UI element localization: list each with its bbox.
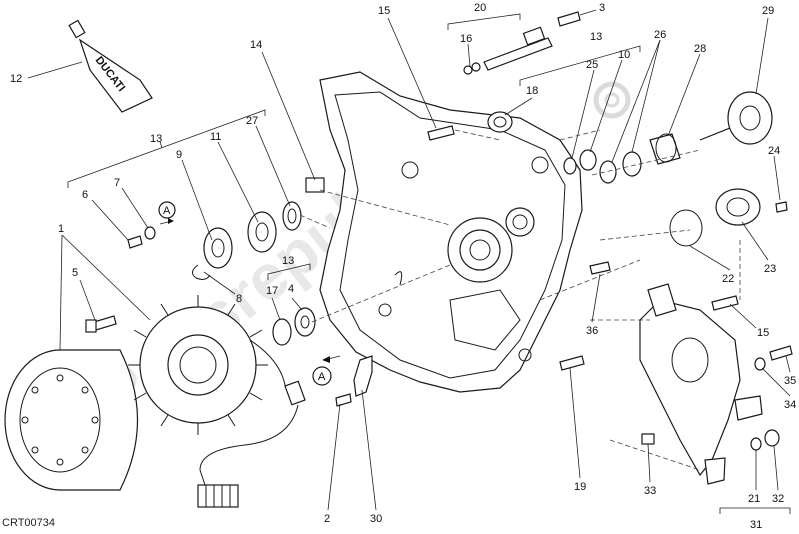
plug-32 (764, 429, 780, 447)
group-bracket-31 (719, 507, 791, 514)
washers-16 (463, 62, 481, 75)
callout-labels: 1 2 3 4 5 6 7 8 9 10 11 12 13 13 13 14 1… (10, 2, 796, 531)
bolt-15-upper (427, 125, 455, 141)
callout-12: 12 (10, 73, 22, 85)
callout-22: 22 (722, 273, 734, 285)
shaft-20 (483, 26, 553, 71)
callout-29: 29 (762, 5, 774, 17)
section-marker-a-upper: A (158, 201, 176, 225)
impeller-29 (699, 91, 773, 145)
bearing-4 (294, 307, 316, 337)
diagram-code-label: CRT00734 (2, 517, 55, 529)
washer-21 (750, 437, 762, 451)
callout-26: 26 (654, 29, 666, 41)
callout-9: 9 (176, 149, 182, 161)
callout-6: 6 (82, 189, 88, 201)
callout-13-mid: 13 (282, 255, 294, 267)
bolt-35 (769, 345, 793, 361)
callout-23: 23 (764, 263, 776, 275)
bearing-11 (247, 211, 277, 253)
assembly-lines (299, 129, 741, 471)
circlip-8 (192, 264, 211, 280)
callout-36: 36 (586, 325, 598, 337)
bracket-30 (353, 355, 373, 397)
bolt-15-lower (711, 295, 739, 311)
callout-35: 35 (784, 375, 796, 387)
generator-cover (319, 71, 583, 393)
callout-17: 17 (266, 285, 278, 297)
section-marker-a-lower: A (312, 355, 341, 386)
callout-18: 18 (526, 85, 538, 97)
callout-2: 2 (324, 513, 330, 525)
callout-32: 32 (772, 493, 784, 505)
bushing-14 (305, 177, 325, 193)
bolt-3 (557, 11, 581, 27)
callout-3: 3 (599, 2, 605, 14)
callout-27: 27 (246, 115, 258, 127)
sealant-tube: DUCATI (68, 19, 153, 113)
callout-15-upper: 15 (378, 5, 390, 17)
bolt-36 (589, 261, 611, 275)
cover-23 (715, 188, 761, 226)
group-bracket-13-right (519, 45, 641, 86)
washer-34 (754, 357, 766, 371)
callout-14: 14 (250, 39, 262, 51)
callout-13-left: 13 (150, 133, 162, 145)
callout-7: 7 (114, 177, 120, 189)
callout-1: 1 (58, 223, 64, 235)
gear-watermark-icon (593, 81, 631, 119)
group-bracket-13-left (67, 109, 266, 188)
group-bracket-20 (447, 13, 521, 30)
callout-10: 10 (618, 49, 630, 61)
callout-31: 31 (750, 519, 762, 531)
flywheel-rotor (4, 349, 138, 491)
callout-15-lower: 15 (757, 327, 769, 339)
spacer-27 (282, 201, 302, 231)
callout-24: 24 (768, 145, 780, 157)
stator (128, 295, 306, 508)
callout-16: 16 (460, 33, 472, 45)
seal-18 (487, 111, 513, 133)
svg-text:A: A (163, 205, 171, 217)
callout-33: 33 (644, 485, 656, 497)
callout-8: 8 (236, 293, 242, 305)
bolt-19 (559, 355, 585, 371)
bushing-33 (641, 433, 655, 445)
bolt-5 (85, 315, 117, 333)
callout-30: 30 (370, 513, 382, 525)
callout-25: 25 (586, 59, 598, 71)
callout-21: 21 (748, 493, 760, 505)
leader-lines (27, 9, 791, 511)
bearing-9 (203, 227, 233, 269)
screw-24 (775, 201, 788, 213)
seal-17 (272, 318, 292, 346)
callout-19: 19 (574, 481, 586, 493)
bolt-6 (127, 235, 143, 249)
callout-20: 20 (474, 2, 486, 14)
oring-22 (669, 209, 703, 247)
callout-34: 34 (784, 399, 796, 411)
bolt-2 (335, 393, 352, 407)
washer-7 (144, 226, 156, 240)
callout-13-right: 13 (590, 31, 602, 43)
svg-text:A: A (318, 371, 326, 383)
callout-4: 4 (288, 283, 294, 295)
callout-5: 5 (72, 267, 78, 279)
pump-cover-31 (639, 283, 763, 485)
callout-28: 28 (694, 43, 706, 55)
callout-11: 11 (210, 131, 221, 143)
group-bracket-13-mid (267, 263, 311, 280)
